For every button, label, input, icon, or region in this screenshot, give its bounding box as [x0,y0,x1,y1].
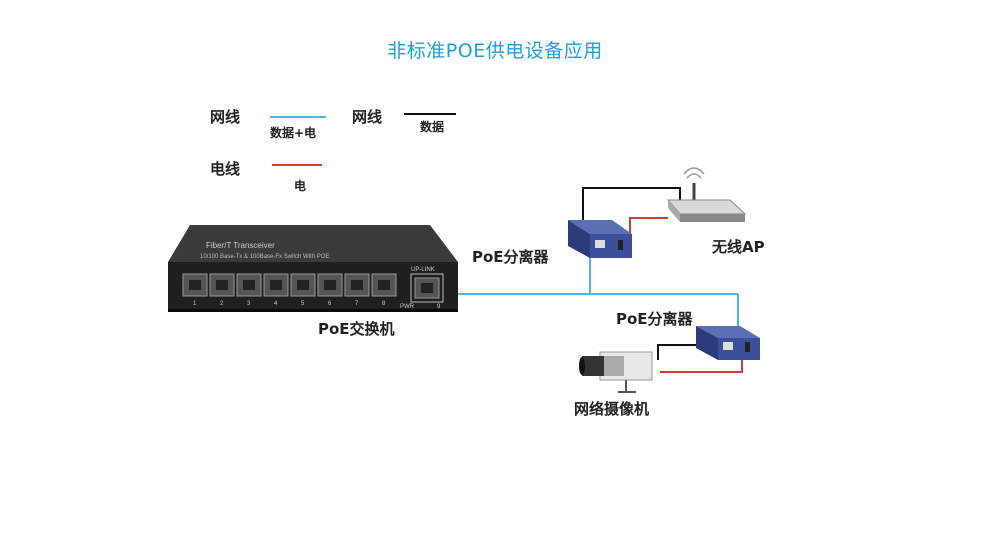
switch-port-numbers: 1 2 3 4 5 6 7 8 9 [193,301,441,310]
page-title: 非标准POE供电设备应用 [387,40,603,62]
switch-model: 10/100 Base-Tx & 100Base-Fx Switch With … [200,254,329,260]
legend-desc-power: 电 [294,179,307,193]
camera-caption: 网络摄像机 [574,400,650,418]
power-connections [629,217,743,373]
svg-text:1: 1 [193,301,197,307]
svg-text:6: 6 [328,301,332,307]
legend-desc-data: 数据 [420,120,445,134]
svg-text:3: 3 [247,301,251,307]
poe-splitter-2 [696,326,760,360]
poe-connections [452,252,739,334]
legend-label-power: 电线 [210,160,241,178]
switch-pwr-label: PWR [400,304,415,310]
poe-switch: Fiber/T Transceiver 10/100 Base-Tx & 100… [168,225,458,312]
ap-caption: 无线AP [712,238,765,256]
svg-text:2: 2 [220,301,224,307]
poe-splitter-1 [568,220,632,258]
svg-text:4: 4 [274,301,278,307]
legend-label-poe: 网线 [210,108,241,126]
legend-label-data: 网线 [352,108,383,126]
svg-text:5: 5 [301,301,305,307]
wireless-ap [666,167,747,222]
svg-text:8: 8 [382,301,386,307]
network-camera [579,351,653,393]
svg-text:9: 9 [437,304,441,310]
data-connections [582,187,696,360]
legend-desc-poe: 数据+电 [270,126,317,140]
switch-brand: Fiber/T Transceiver [206,241,275,250]
switch-uplink-label: UP-LINK [411,267,435,273]
splitter-1-caption: PoE分离器 [472,248,549,266]
svg-text:7: 7 [355,301,359,307]
splitter-2-caption: PoE分离器 [616,310,693,328]
switch-caption: PoE交换机 [318,320,395,338]
